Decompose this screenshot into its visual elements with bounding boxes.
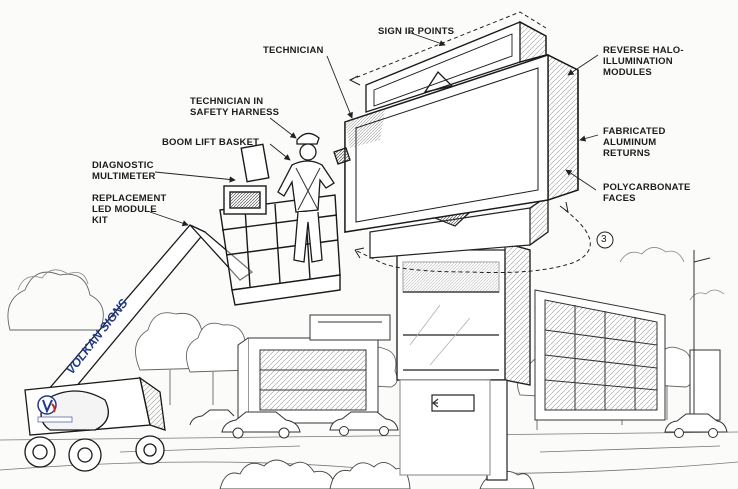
step-marker-number: 3 <box>601 234 607 245</box>
office-building-right <box>535 250 720 430</box>
label-reverse-halo: REVERSE HALO- ILLUMINATION MODULES <box>603 45 684 78</box>
office-building-left <box>238 315 390 425</box>
label-technician-harness: TECHNICIAN IN SAFETY HARNESS <box>190 96 279 118</box>
label-boom-lift-basket: BOOM LIFT BASKET <box>162 137 259 148</box>
label-polycarbonate-faces: POLYCARBONATE FACES <box>603 182 691 204</box>
label-technician: TECHNICIAN <box>263 45 324 56</box>
boom-brand: VOLKAN SIGNS <box>63 296 130 377</box>
label-diagnostic-multimeter: DIAGNOSTIC MULTIMETER <box>92 160 156 182</box>
label-replacement-led-kit: REPLACEMENT LED MODULE KIT <box>92 193 167 226</box>
pylon-lower-cabinet <box>397 243 530 480</box>
label-sign-ir-points: SIGN IR POINTS <box>378 26 454 37</box>
label-fabricated-returns: FABRICATED ALUMINUM RETURNS <box>603 126 666 159</box>
